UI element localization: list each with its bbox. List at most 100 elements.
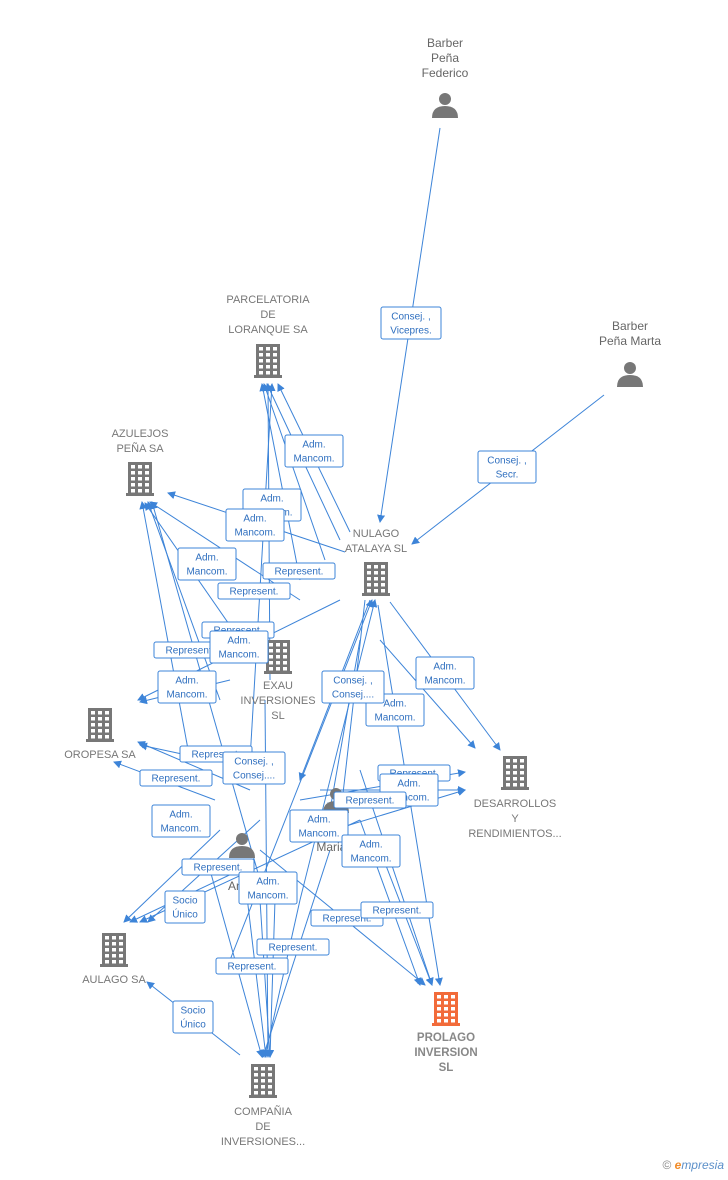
- building-icon: [254, 344, 282, 378]
- node-label: PARCELATORIA: [226, 294, 310, 306]
- building-icon: [86, 708, 114, 742]
- node-label: DESARROLLOS: [474, 798, 557, 810]
- relationship-edge: [123, 829, 221, 923]
- node-label: COMPAÑIA: [234, 1105, 293, 1118]
- brand-logo-text: mpresia: [681, 1158, 724, 1172]
- edge-label[interactable]: Adm. Mancom.: [284, 434, 344, 468]
- edge-label-text: Adm.: [243, 514, 266, 525]
- brand-logo-initial: e: [674, 1158, 682, 1172]
- edge-label[interactable]: Adm.Mancom.: [415, 656, 475, 690]
- edge-label[interactable]: Represent.: [181, 858, 255, 876]
- edge-label-text: Consej. ,: [333, 676, 372, 687]
- edge-label-text: Consej. ,: [487, 456, 526, 467]
- edge-label-text: Secr.: [496, 470, 519, 481]
- relationship-edge: [249, 383, 276, 761]
- edge-label-text: Represent.: [346, 796, 395, 807]
- node-label: Peña: [431, 51, 459, 65]
- edge-label-text: Represent.: [230, 587, 279, 598]
- company-node-aulago[interactable]: AULAGO SA: [82, 933, 146, 986]
- edge-label-text: Adm.: [397, 779, 420, 790]
- edge-label-text: Adm.: [260, 494, 283, 505]
- person-icon: [617, 362, 643, 387]
- edge-label[interactable]: Consej. ,Vicepres.: [380, 306, 442, 340]
- edge-label[interactable]: Represent.: [215, 957, 289, 975]
- edge-label-text: Adm.: [195, 553, 218, 564]
- edge-label[interactable]: Adm. Mancom.: [177, 547, 237, 581]
- edge-label[interactable]: Represent.: [217, 582, 291, 600]
- node-label: Y: [511, 813, 519, 825]
- edge-label-text: Adm.: [227, 636, 250, 647]
- edge-label[interactable]: Represent.: [262, 562, 336, 580]
- edge-label[interactable]: Represent.: [333, 791, 407, 809]
- relationship-edge: [262, 383, 326, 561]
- building-icon: [264, 640, 292, 674]
- edge-label-text: Mancom.: [166, 690, 207, 701]
- node-label: DE: [260, 309, 275, 321]
- relationship-edge: [299, 599, 378, 901]
- edge-label-text: Represent.: [228, 962, 277, 973]
- edge-label-text: Adm.: [359, 840, 382, 851]
- edge-label-text: Mancom.: [298, 829, 339, 840]
- building-icon: [100, 933, 128, 967]
- company-node-compania[interactable]: COMPAÑIADEINVERSIONES...: [221, 1064, 305, 1148]
- building-icon: [362, 562, 390, 596]
- relationship-edge: [327, 639, 361, 811]
- edge-label-text: Represent.: [323, 914, 372, 925]
- edge-label-text: Represent.: [194, 863, 243, 874]
- edge-label[interactable]: Consej. , Consej....: [222, 751, 286, 785]
- edge-label[interactable]: Consej. ,Consej....: [321, 670, 385, 704]
- relationship-edge: [379, 639, 476, 749]
- node-label: INVERSIONES...: [221, 1136, 305, 1148]
- node-label: SL: [271, 710, 284, 722]
- company-node-desarrollos[interactable]: DESARROLLOS Y RENDIMIENTOS...: [468, 756, 562, 840]
- edge-label[interactable]: Adm.Mancom.: [289, 809, 349, 843]
- edge-label[interactable]: Adm. Mancom.: [225, 508, 285, 542]
- edge-label[interactable]: Adm. Mancom.: [238, 871, 298, 905]
- edge-label[interactable]: Represent.: [360, 901, 434, 919]
- edge-label-text: Mancom.: [293, 454, 334, 465]
- edge-label[interactable]: Represent.: [139, 769, 213, 787]
- edge-label[interactable]: Adm.Mancom.: [209, 630, 269, 664]
- edge-label[interactable]: Adm.Mancom.: [341, 834, 401, 868]
- node-label: RENDIMIENTOS...: [468, 828, 561, 840]
- building-icon: [249, 1064, 277, 1098]
- building-icon: [501, 756, 529, 790]
- node-label: ATALAYA SL: [345, 543, 407, 555]
- edge-label-text: Adm.: [175, 676, 198, 687]
- edge-label-text: Adm.: [169, 810, 192, 821]
- edge-label-text: Socio: [180, 1006, 205, 1017]
- edge-label-text: Mancom.: [234, 528, 275, 539]
- edge-label-text: Mancom.: [247, 891, 288, 902]
- edge-label-text: Adm.: [256, 877, 279, 888]
- edge-label[interactable]: Adm.Mancom.: [151, 804, 211, 838]
- node-label: SL: [439, 1062, 454, 1074]
- edge-label-text: Mancom.: [424, 676, 465, 687]
- relationship-edge: [139, 501, 191, 761]
- edge-label-text: Consej. ,: [234, 757, 273, 768]
- edge-label-text: Represent.: [269, 943, 318, 954]
- node-label: AULAGO SA: [82, 974, 146, 986]
- relationship-edge: [259, 899, 274, 1058]
- edge-label[interactable]: Adm. Mancom.: [157, 670, 217, 704]
- edge-label-text: Mancom.: [186, 567, 227, 578]
- relationship-edge: [146, 501, 221, 701]
- edge-label[interactable]: Consej. , Secr.: [477, 450, 537, 484]
- edge-label[interactable]: Represent.: [256, 938, 330, 956]
- node-label: Barber: [612, 319, 648, 333]
- edge-label-text: Adm.: [302, 440, 325, 451]
- company-node-oropesa[interactable]: OROPESA SA: [64, 708, 136, 761]
- building-icon: [432, 992, 460, 1026]
- edge-label-text: Consej....: [233, 771, 275, 782]
- node-label: PROLAGO: [417, 1032, 475, 1044]
- node-label: Federico: [422, 66, 469, 80]
